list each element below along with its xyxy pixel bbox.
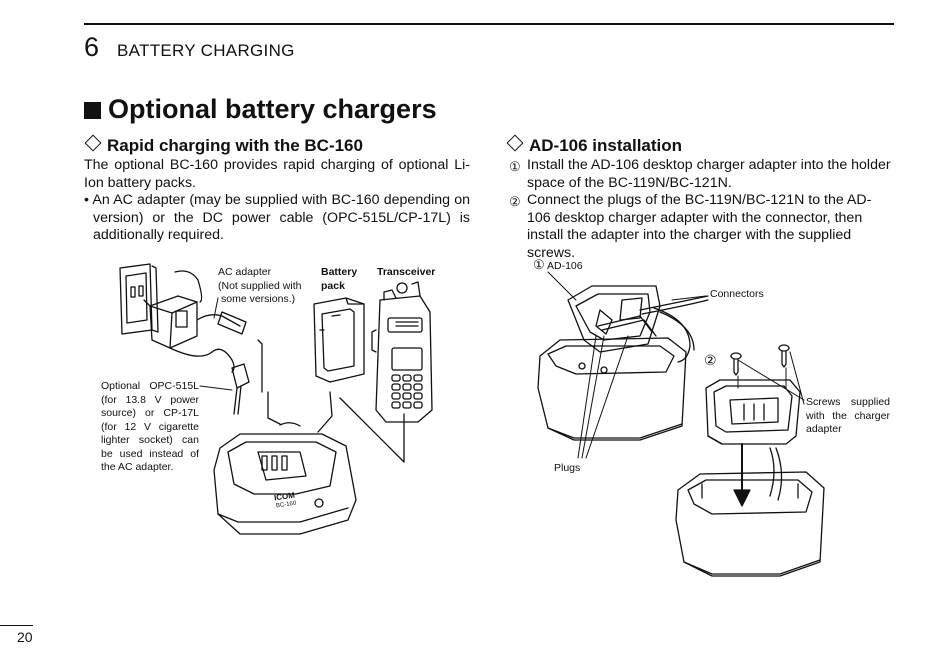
screws-label: Screws supplied with the charger adapter [806,396,890,435]
transceiver-caption: Transceiver [377,266,436,278]
ad106-caption: ① AD-106 [533,258,583,274]
battery-pack-illustration [313,297,365,383]
battery-label: Battery [321,266,358,278]
ac-adapter-label: AC adapter [218,266,272,278]
figure-step-1-number: ① [533,257,545,272]
opc-note: Optional OPC-515L (for 13.8 V power sour… [101,380,199,473]
ac-adapter-illustration [143,270,247,373]
screw-icon [778,344,790,368]
left-heading-text: Rapid charging with the BC-160 [107,136,363,155]
step-2: ② Connect the plugs of the BC-119N/BC-121… [509,192,895,262]
battery-pack-caption: Battery pack [321,266,357,293]
bc160-charger-illustration [213,422,357,535]
ad106-label: AD-106 [547,260,583,272]
step-1-text: Install the AD-106 desktop charger adapt… [527,157,891,191]
footer-rule [0,625,33,626]
left-bullet: • An AC adapter (may be supplied with BC… [84,192,470,244]
step-1: ① Install the AD-106 desktop charger adap… [509,157,895,192]
page-number: 20 [17,629,33,645]
ac-adapter-note-2: some versions.) [221,293,296,305]
section-title: Optional battery chargers [84,94,437,125]
figure-step-2-number: ② [704,352,717,368]
plugs-label: Plugs [554,462,581,474]
screw-icon [730,352,742,376]
square-bullet-icon [84,102,101,119]
right-heading-text: AD-106 installation [529,136,683,155]
battery-label-2: pack [321,279,345,292]
dc-plug-illustration [231,363,250,415]
chapter-title: BATTERY CHARGING [117,41,295,60]
charger-top-illustration [537,337,687,441]
chapter-number: 6 [84,32,100,62]
ad106-adapter-bottom-illustration [705,379,801,501]
step-2-number: ② [509,194,521,210]
ac-adapter-note: (Not supplied with [218,279,302,292]
charger-bottom-illustration [675,471,825,577]
connectors-label: Connectors [710,288,764,300]
step-2-text: Connect the plugs of the BC-119N/BC-121N… [527,192,872,261]
section-title-text: Optional battery chargers [108,94,437,124]
ad106-adapter-top-illustration [567,285,709,363]
wall-outlet-illustration [119,263,159,335]
right-heading: AD-106 installation [506,134,683,156]
left-heading: Rapid charging with the BC-160 [84,134,363,156]
step-1-number: ① [509,159,521,174]
left-paragraph: The optional BC-160 provides rapid charg… [84,157,470,191]
ac-adapter-caption: AC adapter (Not supplied with some versi… [218,266,301,307]
right-steps: ① Install the AD-106 desktop charger adap… [509,157,895,263]
left-body: The optional BC-160 provides rapid charg… [84,157,470,245]
transceiver-illustration [371,281,433,423]
header-rule [84,23,894,25]
